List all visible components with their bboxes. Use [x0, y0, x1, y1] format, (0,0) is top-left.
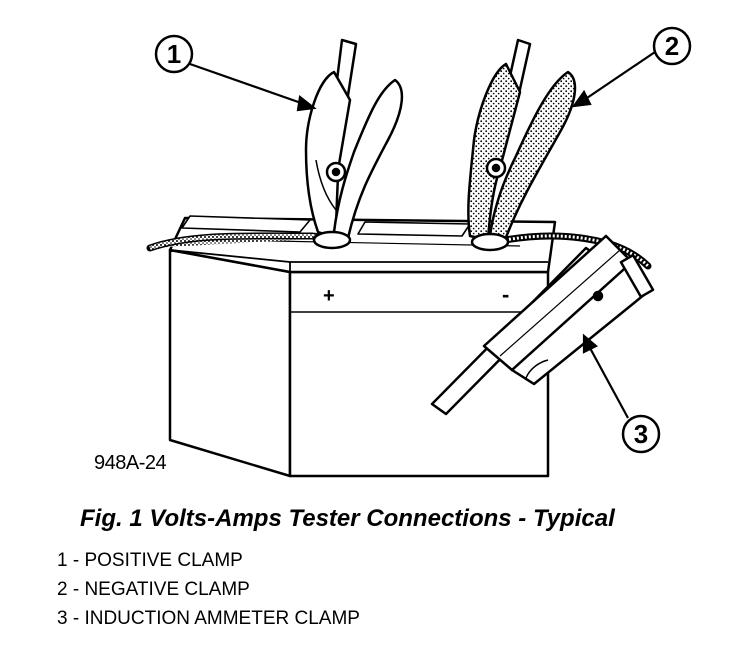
callout-1: 1 [154, 34, 194, 74]
legend-item-positive-clamp: 1 - POSITIVE CLAMP [57, 550, 243, 571]
battery [168, 215, 557, 478]
legend-item-negative-clamp: 2 - NEGATIVE CLAMP [57, 579, 250, 600]
callout-2-number: 2 [665, 31, 679, 61]
callout-leaders [189, 51, 656, 419]
positive-clamp [304, 38, 404, 250]
figure-caption: Fig. 1 Volts-Amps Tester Connections - T… [80, 505, 615, 532]
induction-ammeter-clamp [430, 234, 655, 416]
callout-1-number: 1 [167, 39, 181, 69]
negative-mark: - [502, 282, 509, 307]
legend: 1 - POSITIVE CLAMP 2 - NEGATIVE CLAMP 3 … [57, 546, 360, 633]
callout-3: 3 [621, 414, 661, 454]
battery-tester-illustration: + - [146, 26, 692, 478]
callout-3-number: 3 [634, 419, 648, 449]
positive-mark: + [323, 285, 335, 307]
figure-code: 948A-24 [94, 452, 167, 474]
callout-2: 2 [652, 26, 692, 66]
legend-item-induction-ammeter-clamp: 3 - INDUCTION AMMETER CLAMP [57, 608, 360, 629]
negative-clamp [467, 38, 577, 252]
